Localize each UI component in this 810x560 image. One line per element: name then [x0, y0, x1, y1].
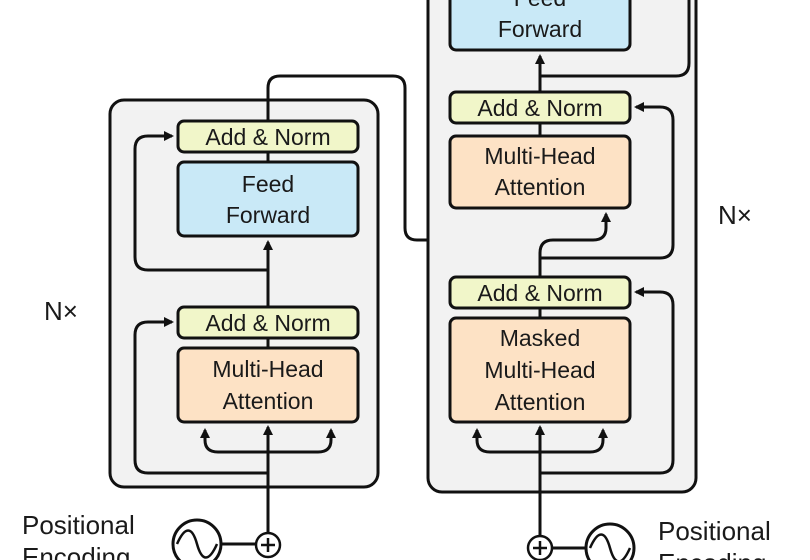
decoder-sine-wave-icon [584, 522, 636, 560]
decoder-cross-attention-line2: Attention [495, 174, 586, 200]
decoder-feed-forward-line1: Feed [514, 0, 566, 11]
decoder-add-norm-2-label: Add & Norm [477, 95, 602, 121]
decoder-feed-forward-box [448, 0, 632, 52]
encoder-positional-label-line1: Positional [22, 510, 135, 540]
decoder-positional-label-line1: Positional [658, 516, 771, 546]
decoder-masked-attention-line2: Multi-Head [484, 357, 595, 383]
encoder-add-norm-1-label: Add & Norm [205, 310, 330, 336]
decoder-masked-attention-line1: Masked [500, 325, 581, 351]
decoder-positional-label-line2: Encoding [658, 548, 766, 560]
decoder-connectors [472, 0, 691, 545]
encoder-attention-line1: Multi-Head [212, 356, 323, 382]
encoder-positional-encoding: Positional Encoding [22, 510, 282, 560]
encoder-feed-forward-line1: Feed [242, 171, 294, 197]
encoder-positional-label-line2: Encoding [22, 542, 130, 560]
decoder-cross-attention-line1: Multi-Head [484, 143, 595, 169]
encoder-nx-label: N× [44, 296, 78, 326]
decoder-feed-forward-line2: Forward [498, 16, 582, 42]
decoder-nx-label: N× [718, 200, 752, 230]
decoder-positional-encoding: Positional Encoding [526, 516, 771, 560]
encoder-add-norm-2-label: Add & Norm [205, 124, 330, 150]
encoder-feed-forward-line2: Forward [226, 202, 310, 228]
decoder-add-norm-1-label: Add & Norm [477, 280, 602, 306]
decoder-masked-attention-line3: Attention [495, 389, 586, 415]
encoder-attention-line2: Attention [223, 388, 314, 414]
encoder-block [108, 98, 380, 489]
